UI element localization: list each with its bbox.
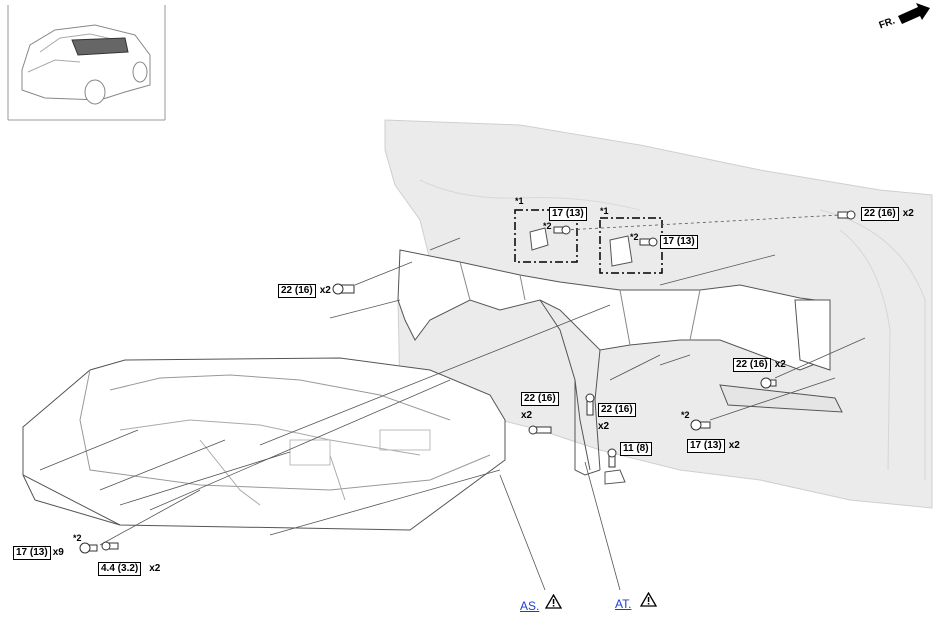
torque-callout: 17 (13) (660, 235, 698, 249)
torque-value: 4.4 (3.2) (98, 562, 142, 576)
link-at[interactable]: AT. (615, 597, 632, 611)
bolt-mid-22 (760, 377, 777, 389)
bolt-top-right (837, 210, 856, 220)
bolt-quantity: x2 (319, 285, 331, 296)
bolt-center-22b (585, 393, 595, 416)
torque-callout: 17 (13) (549, 207, 587, 221)
bolt-center-22a (528, 425, 552, 435)
torque-value: 17 (13) (687, 439, 725, 453)
torque-callout: 22 (16) x2 (598, 403, 636, 433)
reinforcement-beam (397, 249, 831, 476)
bolt-quantity: x2 (902, 208, 914, 219)
torque-value: 17 (13) (13, 546, 51, 560)
warning-triangle-icon (545, 594, 562, 609)
bolt-quantity: x2 (149, 563, 161, 574)
bolt-bracket2 (639, 237, 658, 247)
instrument-panel-outline (22, 357, 506, 531)
marker-star2-lower: *2 (681, 410, 690, 420)
marker-star1-left: *1 (515, 196, 524, 206)
bolts (79, 210, 856, 554)
torque-value: 11 (8) (620, 442, 652, 456)
torque-value: 22 (16) (278, 284, 316, 298)
bolt-quantity: x2 (774, 359, 786, 370)
bolt-quantity: x9 (52, 547, 64, 558)
torque-callout: 22 (16) x2 (521, 392, 559, 422)
link-as[interactable]: AS. (520, 599, 540, 613)
bolt-quantity: x2 (598, 421, 610, 432)
torque-value: 17 (13) (660, 235, 698, 249)
marker-star2-bottom: *2 (73, 533, 82, 543)
brackets (529, 227, 843, 485)
bolt-left-22 (332, 283, 355, 295)
front-arrow-icon (898, 3, 930, 24)
marker-star1-right: *1 (600, 206, 609, 216)
warning-triangle-icon (640, 592, 657, 607)
torque-value: 22 (16) (598, 403, 636, 417)
bolt-11 (607, 448, 617, 468)
bolt-lower-17 (690, 419, 711, 431)
torque-callout: 22 (16)x2 (278, 284, 331, 298)
torque-value: 22 (16) (521, 392, 559, 406)
bolt-bracket1 (553, 225, 571, 235)
vehicle-location-inset (7, 5, 166, 121)
torque-value: 22 (16) (861, 207, 899, 221)
marker-star2-right: *2 (630, 232, 639, 242)
torque-callout: 17 (13)x2 (687, 439, 740, 453)
torque-callout: 22 (16)x2 (861, 207, 914, 221)
torque-callout: 22 (16)x2 (733, 358, 786, 372)
bolt-quantity: x2 (521, 410, 533, 421)
bolt-quantity: x2 (728, 440, 740, 451)
torque-callout: 17 (13)x9 (13, 546, 64, 560)
torque-value: 22 (16) (733, 358, 771, 372)
marker-star2-left: *2 (543, 221, 552, 231)
torque-value: 17 (13) (549, 207, 587, 221)
bolt-bottom-44 (101, 541, 119, 551)
torque-callout: 11 (8) (620, 442, 652, 456)
bolt-bottom-17 (79, 542, 98, 554)
detail-boxes (514, 209, 663, 274)
torque-callout: 4.4 (3.2) x2 (98, 562, 160, 576)
